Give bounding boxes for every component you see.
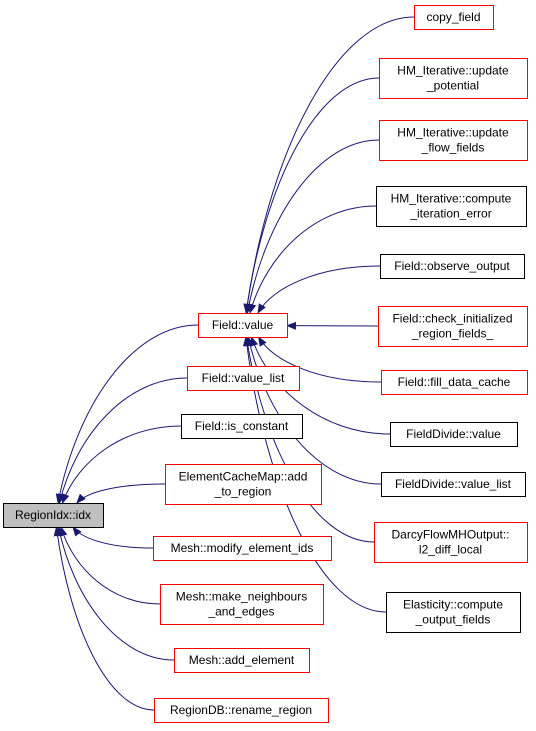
node-box [414,5,494,30]
node-box [198,313,288,338]
node-elasticity[interactable]: Elasticity::compute_output_fields [386,592,521,633]
node-box [386,592,521,633]
node-label: HM_Iterative::update [397,64,509,78]
node-box [3,503,104,528]
node-label: _potential [426,79,479,93]
node-label: _region_fields_ [411,327,494,341]
node-box [374,522,528,563]
node-check-init[interactable]: Field::check_initialized_region_fields_ [378,306,528,347]
node-label: RegionIdx::idx [15,508,91,522]
edge-fill_cache-to-value [258,336,382,383]
node-fd-value[interactable]: FieldDivide::value [390,422,518,447]
edge-fd_value-to-value [250,336,391,435]
node-box [381,370,528,395]
node-label: DarcyFlowMHOutput:: [391,528,509,542]
edge-rename_region-to-root [53,526,155,711]
node-label: copy_field [426,10,480,24]
node-box [381,472,526,497]
node-hm-potential[interactable]: HM_Iterative::update_potential [379,58,528,99]
node-label: FieldDivide::value_list [395,477,512,491]
node-observe[interactable]: Field::observe_output [380,254,525,279]
edge-elasticity-to-value [242,336,387,613]
node-label: _to_region [214,485,272,499]
node-label: _and_edges [207,605,274,619]
node-fd-value-list[interactable]: FieldDivide::value_list [381,472,526,497]
node-label: RegionDB::rename_region [170,703,312,717]
node-label: Mesh::add_element [189,653,295,667]
node-add-element[interactable]: Mesh::add_element [174,648,310,673]
node-label: l2_diff_local [419,543,482,557]
edge-observe-to-value [257,265,381,314]
node-box [379,120,528,161]
node-box [380,254,525,279]
node-fill-cache[interactable]: Field::fill_data_cache [381,370,528,395]
node-label: FieldDivide::value [406,427,501,441]
node-label: Elasticity::compute [403,598,503,612]
node-box [174,648,310,673]
node-box [376,186,527,227]
nodes-layer: RegionIdx::idx Field::valueField::value_l… [3,5,528,723]
node-box [187,366,300,391]
node-label: Field::fill_data_cache [398,375,511,389]
node-root[interactable]: RegionIdx::idx [3,503,104,528]
node-label: Mesh::modify_element_ids [171,541,314,555]
node-value-list[interactable]: Field::value_list [187,366,300,391]
edge-make_neigh-to-root [59,526,161,605]
edge-ecm_add-to-root [76,483,166,504]
edge-fd_value_list-to-value [246,336,382,485]
node-label: HM_Iterative::update [397,126,509,140]
node-label: _flow_fields [421,141,485,155]
node-rename-region[interactable]: RegionDB::rename_region [154,698,329,723]
node-copy-field[interactable]: copy_field [414,5,494,30]
node-label: _output_fields [415,613,491,627]
node-box [379,58,528,99]
node-label: Field::check_initialized [392,312,512,326]
node-label: Field::value [212,318,274,332]
edge-value_list-to-root [57,377,188,504]
node-box [165,464,322,505]
node-value[interactable]: Field::value [198,313,288,338]
edge-add_element-to-root [56,526,175,661]
node-label: HM_Iterative::compute [391,192,512,206]
node-label: _iteration_error [409,207,491,221]
edge-hm_potential-to-value [243,77,380,314]
edge-hm_error-to-value [248,205,377,314]
node-box [160,584,324,625]
edge-value-to-root [55,324,199,504]
node-label: Field::value_list [202,371,285,385]
node-ecm-add[interactable]: ElementCacheMap::add_to_region [165,464,322,505]
edge-is_constant-to-root [61,425,182,504]
node-hm-flow[interactable]: HM_Iterative::update_flow_fields [379,120,528,161]
edge-hm_flow-to-value [245,139,380,314]
node-box [153,536,332,561]
node-label: Mesh::make_neighbours [176,590,307,604]
node-hm-error[interactable]: HM_Iterative::compute_iteration_error [376,186,527,227]
node-label: ElementCacheMap::add [179,470,308,484]
node-label: Field::observe_output [394,259,510,273]
node-darcy[interactable]: DarcyFlowMHOutput::l2_diff_local [374,522,528,563]
node-box [181,414,303,439]
edge-modify_ids-to-root [72,526,154,549]
node-box [154,698,329,723]
node-is-constant[interactable]: Field::is_constant [181,414,303,439]
node-box [378,306,528,347]
node-make-neigh[interactable]: Mesh::make_neighbours_and_edges [160,584,324,625]
node-modify-ids[interactable]: Mesh::modify_element_ids [153,536,332,561]
node-label: Field::is_constant [195,419,289,433]
node-box [390,422,518,447]
